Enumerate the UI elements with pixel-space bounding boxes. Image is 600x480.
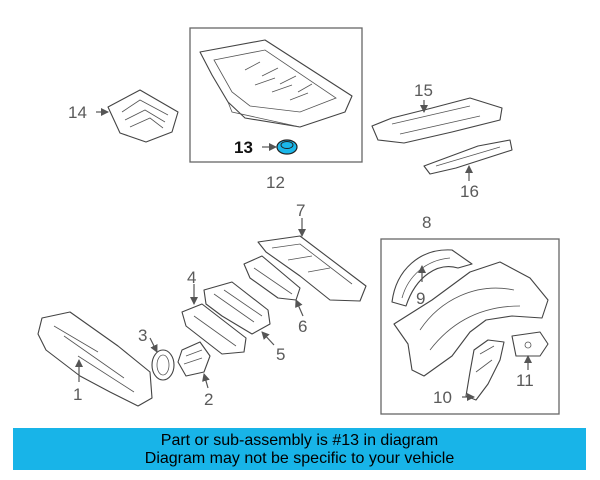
part-5-bracket[interactable] [203, 281, 271, 335]
callout-16: 16 [460, 182, 479, 201]
leader-2 [202, 373, 210, 389]
part-8-wheelhouse[interactable] [393, 261, 549, 377]
callout-3: 3 [138, 326, 147, 345]
leader-5 [261, 331, 275, 346]
callout-13: 13 [234, 138, 253, 157]
callout-9: 9 [416, 289, 425, 308]
callout-10: 10 [433, 388, 452, 407]
part-3-grommet[interactable] [151, 349, 175, 381]
callout-7: 7 [296, 201, 305, 220]
callout-1: 1 [73, 385, 82, 404]
parts-diagram: 1 2 3 4 5 6 7 8 9 10 11 12 13 14 15 16 [37, 27, 560, 415]
callout-2: 2 [204, 390, 213, 409]
part-15-cross-member[interactable] [371, 97, 503, 144]
part-8-group-frame [380, 238, 560, 415]
callout-12: 12 [266, 173, 285, 192]
callout-5: 5 [276, 345, 285, 364]
callout-14: 14 [68, 103, 87, 122]
callout-4: 4 [187, 268, 196, 287]
part-7-crossmember[interactable] [257, 235, 367, 302]
callout-6: 6 [298, 317, 307, 336]
callout-15: 15 [414, 81, 433, 100]
leader-3 [149, 337, 158, 353]
part-16-rail[interactable] [423, 139, 513, 175]
banner-line-disclaimer: Diagram may not be specific to your vehi… [144, 450, 455, 467]
info-banner: Part or sub-assembly is #13 in diagram D… [13, 428, 586, 470]
part-4-reinforcement[interactable] [181, 303, 247, 355]
part-14-bracket[interactable] [107, 89, 179, 143]
part-12-group-frame [189, 27, 363, 163]
callout-11: 11 [516, 371, 534, 390]
part-2-cover[interactable] [177, 341, 211, 377]
part-13-plug[interactable] [276, 139, 298, 155]
callout-8: 8 [422, 213, 431, 232]
banner-line-part-number: Part or sub-assembly is #13 in diagram [160, 432, 439, 449]
part-11-bracket[interactable] [511, 331, 549, 357]
part-10-brace[interactable] [465, 339, 505, 401]
leader-6 [295, 299, 304, 317]
part-12-trunk-pan[interactable] [199, 39, 353, 128]
part-1-floor-panel[interactable] [37, 311, 153, 407]
